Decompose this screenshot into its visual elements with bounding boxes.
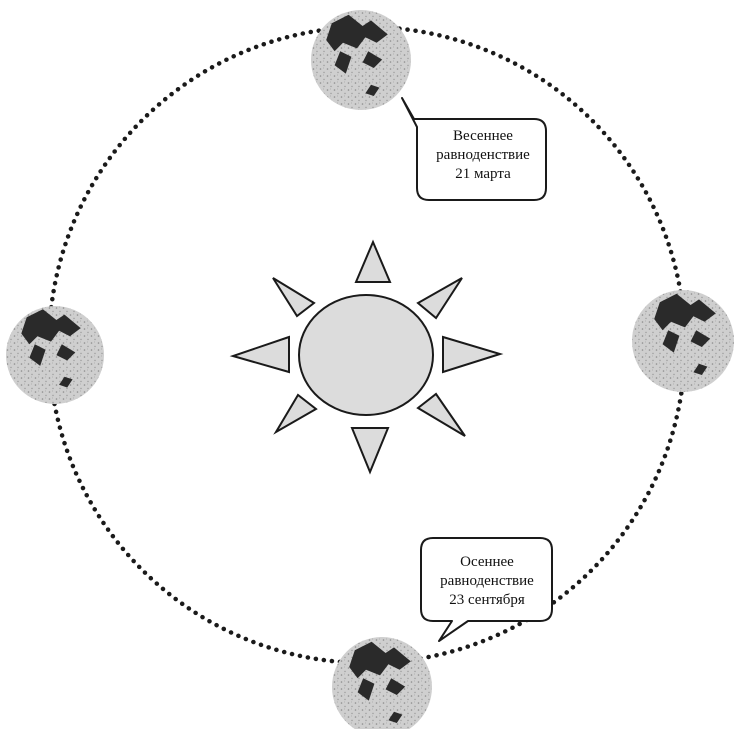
spring-equinox-line-2: равноденствие [422,146,544,165]
autumn-equinox-line-1: Осеннее [426,553,548,572]
earth-top-icon [311,10,411,110]
autumn-equinox-line-3: 23 сентября [426,591,548,610]
earth-bottom-icon [332,637,432,729]
autumn-equinox-line-2: равноденствие [426,572,548,591]
spring-equinox-line-3: 21 марта [422,165,544,184]
sun-ray-bottom [352,428,388,472]
sun-ray-top [356,242,390,282]
sun-ray-left [233,337,289,372]
sun [299,295,433,415]
earth-left-icon [6,306,104,404]
sun-ray-top-right [418,278,462,318]
sun-ray-bottom-right [418,394,465,436]
spring-equinox-line-1: Весеннее [422,127,544,146]
sun-ray-right [443,337,500,372]
autumn-equinox-label: Осеннее равноденствие 23 сентября [426,553,548,610]
sun-ray-top-left [273,278,314,316]
earth-right-icon [632,290,734,392]
sun-ray-bottom-left [276,395,316,432]
spring-equinox-label: Весеннее равноденствие 21 марта [422,127,544,184]
